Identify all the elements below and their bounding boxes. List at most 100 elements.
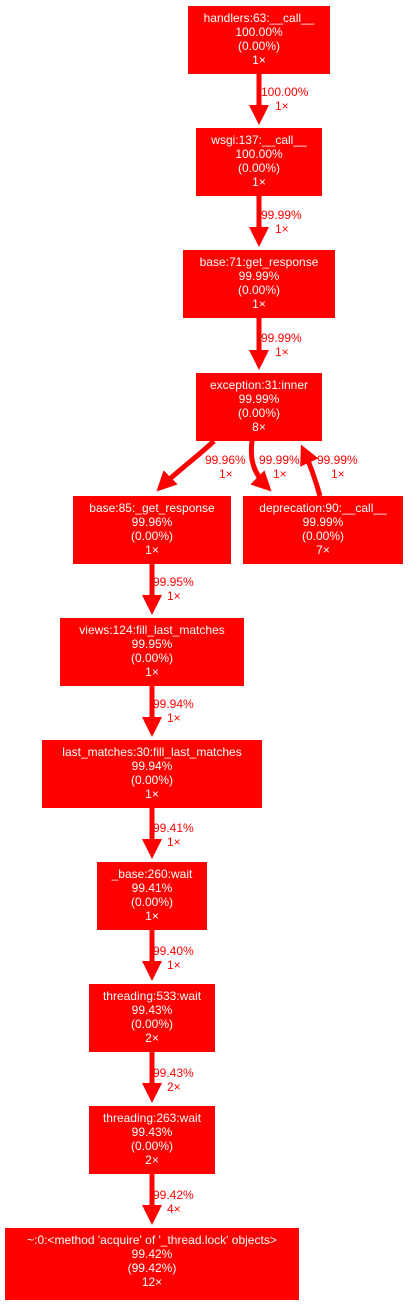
node-call-count: 1× [252,297,266,311]
node-box [42,740,262,808]
edge-n3-to-n4: 99.99%1× [249,318,302,370]
node-function-name: _base:260:wait [111,867,193,881]
node-function-name: last_matches:30:fill_last_matches [62,745,241,759]
node-box [196,373,322,441]
edge-percent-label: 99.42% [153,1188,194,1202]
node-total-percent: 99.42% [132,1247,173,1261]
edge-count-label: 4× [167,1202,181,1216]
node-self-percent: (0.00%) [131,529,173,543]
edge-percent-label: 99.94% [153,697,194,711]
node-box [183,250,335,318]
edge-percent-label: 100.00% [261,85,309,99]
node-box [196,128,322,196]
edge-count-label: 1× [331,467,345,481]
function-node: last_matches:30:fill_last_matches99.94%(… [42,740,262,808]
node-function-name: exception:31:inner [210,378,308,392]
edge-count-label: 1× [219,467,233,481]
edge-percent-label: 99.99% [259,453,300,467]
node-function-name: wsgi:137:__call__ [210,133,307,147]
edge-n5-to-n7: 99.95%1× [142,564,194,615]
edge-arrow [248,440,272,492]
edge-n4-to-n6: 99.99%1× [248,440,300,492]
edge-n4-to-n5: 99.96%1× [156,439,246,492]
node-total-percent: 99.99% [303,515,344,529]
edge-percent-label: 99.40% [153,944,194,958]
node-self-percent: (99.42%) [128,1261,177,1275]
node-call-count: 1× [145,909,159,923]
node-total-percent: 99.43% [132,1125,173,1139]
node-function-name: handlers:63:__call__ [204,11,315,25]
edge-count-label: 1× [167,958,181,972]
edge-percent-label: 99.99% [317,453,358,467]
node-box [5,1228,299,1300]
function-node: views:124:fill_last_matches99.95%(0.00%)… [60,618,244,686]
node-function-name: base:85:_get_response [89,501,215,515]
node-call-count: 1× [145,665,159,679]
node-total-percent: 99.96% [132,515,173,529]
node-total-percent: 99.43% [132,1003,173,1017]
edge-percent-label: 99.41% [153,821,194,835]
edge-arrow [300,444,323,497]
node-call-count: 8× [252,420,266,434]
edge-count-label: 1× [275,222,289,236]
node-call-count: 2× [145,1153,159,1167]
node-box [97,862,207,930]
node-call-count: 12× [142,1275,162,1289]
node-self-percent: (0.00%) [238,406,280,420]
node-function-name: threading:263:wait [103,1111,202,1125]
function-node: deprecation:90:__call__99.99%(0.00%)7× [243,496,403,564]
node-call-count: 7× [316,543,330,557]
node-box [89,1106,215,1174]
edge-arrow [156,439,216,492]
edge-count-label: 1× [275,99,289,113]
edge-percent-label: 99.95% [153,575,194,589]
node-total-percent: 99.99% [239,269,280,283]
edge-n7-to-n8: 99.94%1× [142,686,194,737]
edge-count-label: 1× [167,589,181,603]
node-self-percent: (0.00%) [131,895,173,909]
edge-percent-label: 99.43% [153,1066,194,1080]
node-self-percent: (0.00%) [131,773,173,787]
edge-percent-label: 99.99% [261,331,302,345]
edge-n8-to-n9: 99.41%1× [142,808,194,859]
node-self-percent: (0.00%) [131,1017,173,1031]
node-self-percent: (0.00%) [302,529,344,543]
edge-count-label: 1× [167,711,181,725]
node-self-percent: (0.00%) [131,1139,173,1153]
node-box [243,496,403,564]
edges-layer: 100.00%1×99.99%1×99.99%1×99.96%1×99.99%1… [142,74,358,1225]
node-function-name: ~:0:<method 'acquire' of '_thread.lock' … [27,1233,277,1247]
node-total-percent: 99.99% [239,392,280,406]
node-function-name: base:71:get_response [200,255,319,269]
node-total-percent: 100.00% [235,147,283,161]
node-call-count: 1× [252,53,266,67]
node-box [60,618,244,686]
function-node: ~:0:<method 'acquire' of '_thread.lock' … [5,1228,299,1300]
node-total-percent: 99.95% [132,637,173,651]
function-node: handlers:63:__call__100.00%(0.00%)1× [188,6,330,74]
node-call-count: 1× [145,543,159,557]
node-total-percent: 100.00% [235,25,283,39]
node-self-percent: (0.00%) [238,283,280,297]
function-node: wsgi:137:__call__100.00%(0.00%)1× [196,128,322,196]
edge-n1-to-n2: 100.00%1× [249,74,309,125]
node-box [188,6,330,74]
node-self-percent: (0.00%) [131,651,173,665]
nodes-layer: handlers:63:__call__100.00%(0.00%)1×wsgi… [5,6,403,1300]
edge-count-label: 2× [167,1080,181,1094]
node-call-count: 1× [252,175,266,189]
node-function-name: deprecation:90:__call__ [259,501,387,515]
node-total-percent: 99.41% [132,881,173,895]
edge-percent-label: 99.99% [261,208,302,222]
node-self-percent: (0.00%) [238,39,280,53]
edge-n9-to-n10: 99.40%1× [142,930,194,981]
node-call-count: 2× [145,1031,159,1045]
